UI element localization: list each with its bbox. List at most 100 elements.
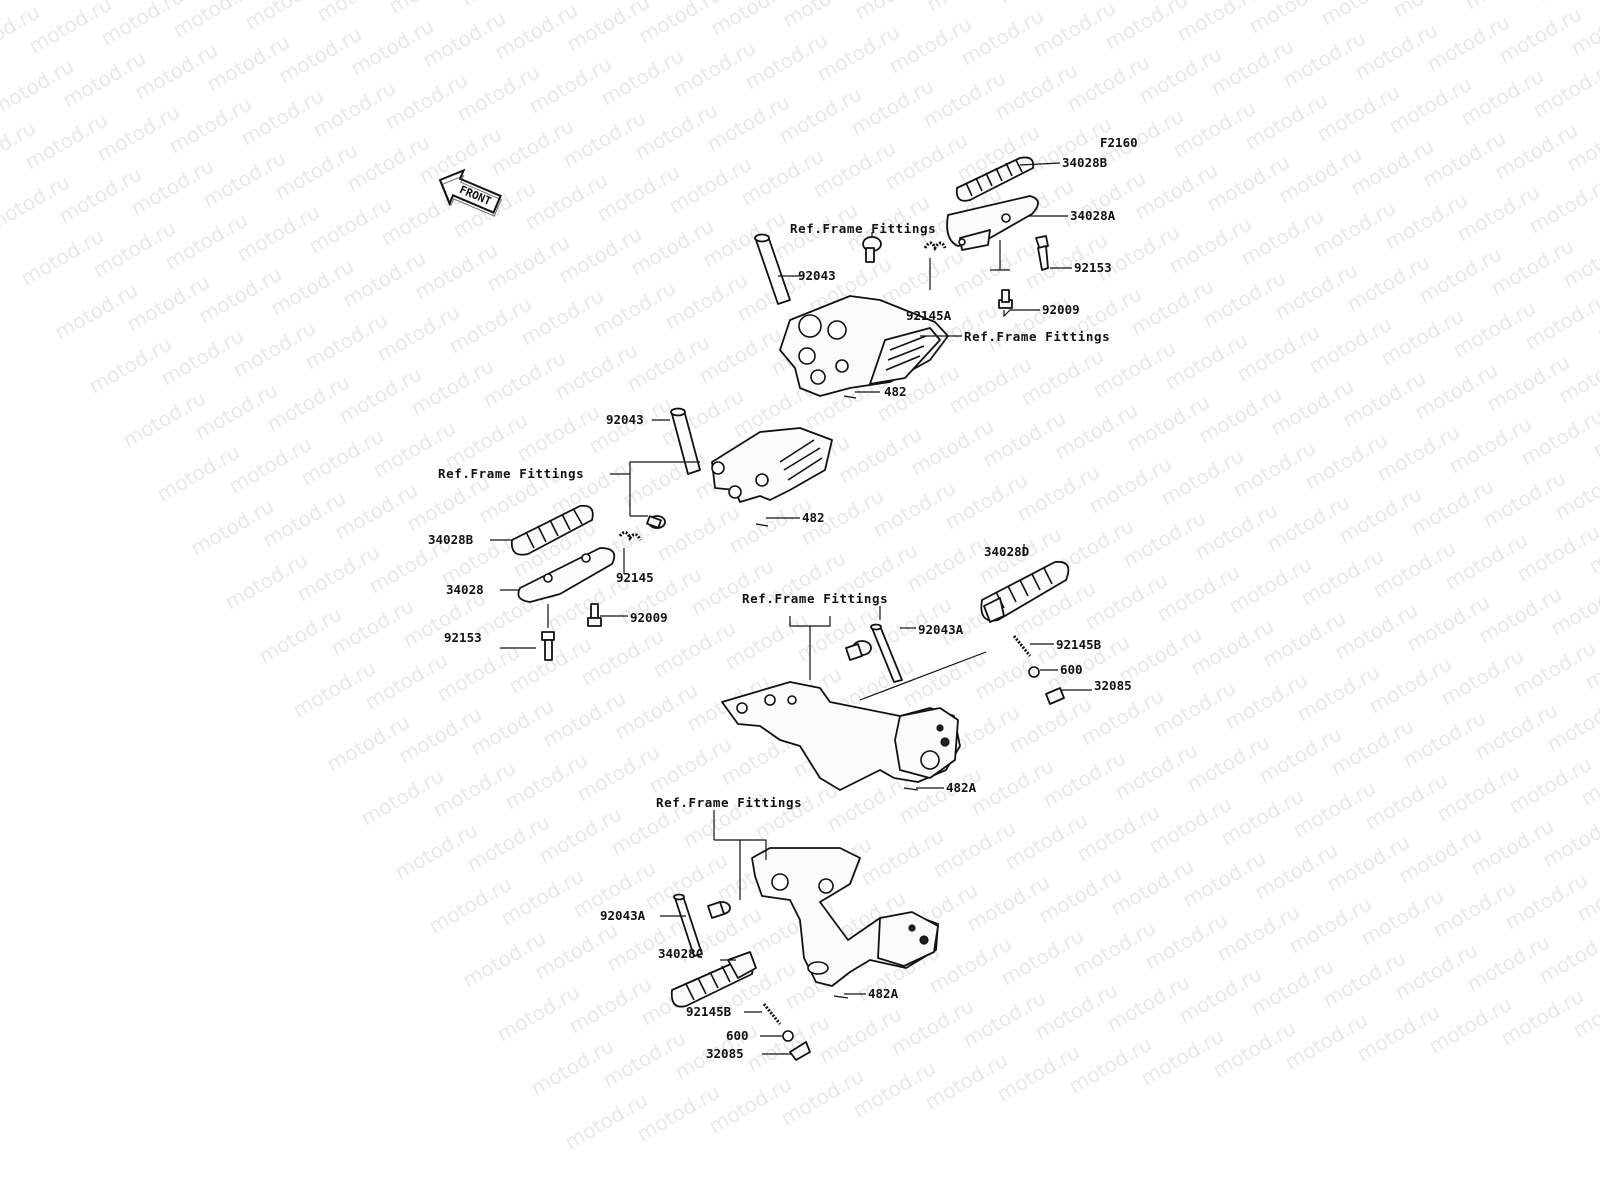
watermark-text: motod.ru bbox=[1111, 738, 1202, 805]
watermark-text: motod.ru bbox=[623, 330, 714, 397]
part-labels: 34028B 34028A Ref.Frame Fittings 92043 9… bbox=[428, 155, 1132, 1061]
watermark-text: motod.ru bbox=[919, 66, 1010, 133]
watermark-text: motod.ru bbox=[1169, 96, 1260, 163]
cotter-pin-482-top bbox=[843, 395, 857, 399]
watermark-text: motod.ru bbox=[275, 22, 366, 89]
watermark-text: motod.ru bbox=[1361, 768, 1452, 835]
label-92043-mid: 92043 bbox=[606, 412, 644, 427]
watermark-text: motod.ru bbox=[539, 686, 630, 753]
watermark-text: motod.ru bbox=[627, 214, 718, 281]
watermark-text: motod.ru bbox=[633, 1080, 724, 1147]
watermark-text: motod.ru bbox=[525, 52, 616, 119]
watermark-text: motod.ru bbox=[1229, 436, 1320, 503]
watermark-text: motod.ru bbox=[1161, 328, 1252, 395]
watermark-text: motod.ru bbox=[309, 76, 400, 143]
watermark-text: motod.ru bbox=[187, 494, 278, 561]
label-ref-frame-fittings-2: Ref.Frame Fittings bbox=[964, 329, 1110, 344]
watermark-text: motod.ru bbox=[1279, 26, 1370, 93]
watermark-text: motod.ru bbox=[229, 316, 320, 383]
watermark-text: motod.ru bbox=[1331, 598, 1422, 665]
footpeg-top bbox=[946, 195, 1039, 251]
bottom-footrest-assembly bbox=[670, 847, 939, 1061]
watermark-text: motod.ru bbox=[751, 778, 842, 845]
watermark-text: motod.ru bbox=[457, 0, 548, 10]
watermark-text: motod.ru bbox=[425, 872, 516, 939]
watermark-text: motod.ru bbox=[793, 600, 884, 667]
watermark-text: motod.ru bbox=[483, 230, 574, 297]
pin-92043-mid bbox=[670, 407, 701, 475]
watermark-text: motod.ru bbox=[885, 12, 976, 79]
watermark-text: motod.ru bbox=[1487, 234, 1578, 301]
watermark-text: motod.ru bbox=[721, 608, 812, 675]
spring-92145 bbox=[618, 531, 642, 542]
label-600-bottom: 600 bbox=[726, 1028, 749, 1043]
watermark-text: motod.ru bbox=[1521, 288, 1600, 355]
watermark-text: motod.ru bbox=[1149, 676, 1240, 743]
watermark-text: motod.ru bbox=[877, 244, 968, 311]
label-ref-frame-fittings-3: Ref.Frame Fittings bbox=[438, 466, 584, 481]
watermark-text: motod.ru bbox=[153, 440, 244, 507]
watermark-text: motod.ru bbox=[1437, 644, 1528, 711]
leader-lines bbox=[490, 162, 1092, 1055]
watermark-text: motod.ru bbox=[1103, 970, 1194, 1037]
label-34028A: 34028A bbox=[1070, 208, 1116, 223]
pin-92043A-bottom bbox=[673, 893, 703, 957]
pin-92043-top bbox=[754, 233, 791, 305]
watermark-text: motod.ru bbox=[1339, 366, 1430, 433]
watermark-text: motod.ru bbox=[1301, 428, 1392, 495]
watermark-text: motod.ru bbox=[493, 980, 584, 1047]
passenger-bracket-left bbox=[751, 847, 939, 987]
label-92145B-right: 92145B bbox=[1056, 637, 1102, 652]
watermark-text: motod.ru bbox=[289, 656, 380, 723]
watermark-text: motod.ru bbox=[441, 408, 532, 475]
watermark-text: motod.ru bbox=[957, 4, 1048, 71]
watermark-text: motod.ru bbox=[1517, 404, 1600, 471]
plate-32085-right bbox=[1045, 687, 1065, 705]
watermark-text: motod.ru bbox=[1285, 892, 1376, 959]
watermark-text: motod.ru bbox=[517, 284, 608, 351]
watermark-text: motod.ru bbox=[1399, 706, 1490, 773]
watermark-text: motod.ru bbox=[527, 1034, 618, 1101]
watermark-text: motod.ru bbox=[21, 108, 112, 175]
watermark-text: motod.ru bbox=[1131, 158, 1222, 225]
watermark-text: motod.ru bbox=[1357, 884, 1448, 951]
watermark-text: motod.ru bbox=[429, 756, 520, 823]
watermark-text: motod.ru bbox=[1433, 760, 1524, 827]
watermark-text: motod.ru bbox=[1509, 636, 1600, 703]
watermark-text: motod.ru bbox=[775, 82, 866, 149]
watermark-text: motod.ru bbox=[1347, 134, 1438, 201]
watermark-text: motod.ru bbox=[1353, 1000, 1444, 1067]
watermark-text: motod.ru bbox=[1017, 344, 1108, 411]
watermark-text: motod.ru bbox=[467, 694, 558, 761]
watermark-text: motod.ru bbox=[1423, 10, 1514, 77]
footrest-bracket-top bbox=[779, 295, 949, 397]
watermark-text: motod.ru bbox=[199, 146, 290, 213]
label-ref-frame-fittings-4: Ref.Frame Fittings bbox=[742, 591, 888, 606]
watermark-text: motod.ru bbox=[1467, 814, 1558, 881]
watermark-text: motod.ru bbox=[391, 818, 482, 885]
watermark-text: motod.ru bbox=[271, 138, 362, 205]
watermark-text: motod.ru bbox=[1319, 946, 1410, 1013]
washer-600-bottom bbox=[782, 1030, 794, 1042]
watermark-text: motod.ru bbox=[657, 384, 748, 451]
watermark-text: motod.ru bbox=[1213, 900, 1304, 967]
watermark-text: motod.ru bbox=[1391, 938, 1482, 1005]
watermark-text: motod.ru bbox=[1407, 474, 1498, 541]
watermark-text: motod.ru bbox=[1093, 220, 1184, 287]
watermark-text: motod.ru bbox=[995, 0, 1086, 8]
watermark-text: motod.ru bbox=[1395, 822, 1486, 889]
label-34028C: 34028C bbox=[658, 946, 703, 961]
watermark-text: motod.ru bbox=[649, 616, 740, 683]
watermark-text: motod.ru bbox=[1309, 196, 1400, 263]
watermark-layer: motod.rumotod.rumotod.rumotod.rumotod.ru… bbox=[0, 0, 1600, 1154]
watermark-text: motod.ru bbox=[1335, 482, 1426, 549]
label-92043A-right: 92043A bbox=[918, 622, 964, 637]
middle-footrest-assembly bbox=[510, 407, 833, 661]
bolt-ref-mid bbox=[646, 515, 666, 529]
watermark-text: motod.ru bbox=[1259, 606, 1350, 673]
footpeg-34028C bbox=[670, 951, 757, 1008]
watermark-text: motod.ru bbox=[1073, 800, 1164, 867]
watermark-text: motod.ru bbox=[1471, 698, 1562, 765]
watermark-text: motod.ru bbox=[1501, 868, 1592, 935]
watermark-text: motod.ru bbox=[1297, 544, 1388, 611]
